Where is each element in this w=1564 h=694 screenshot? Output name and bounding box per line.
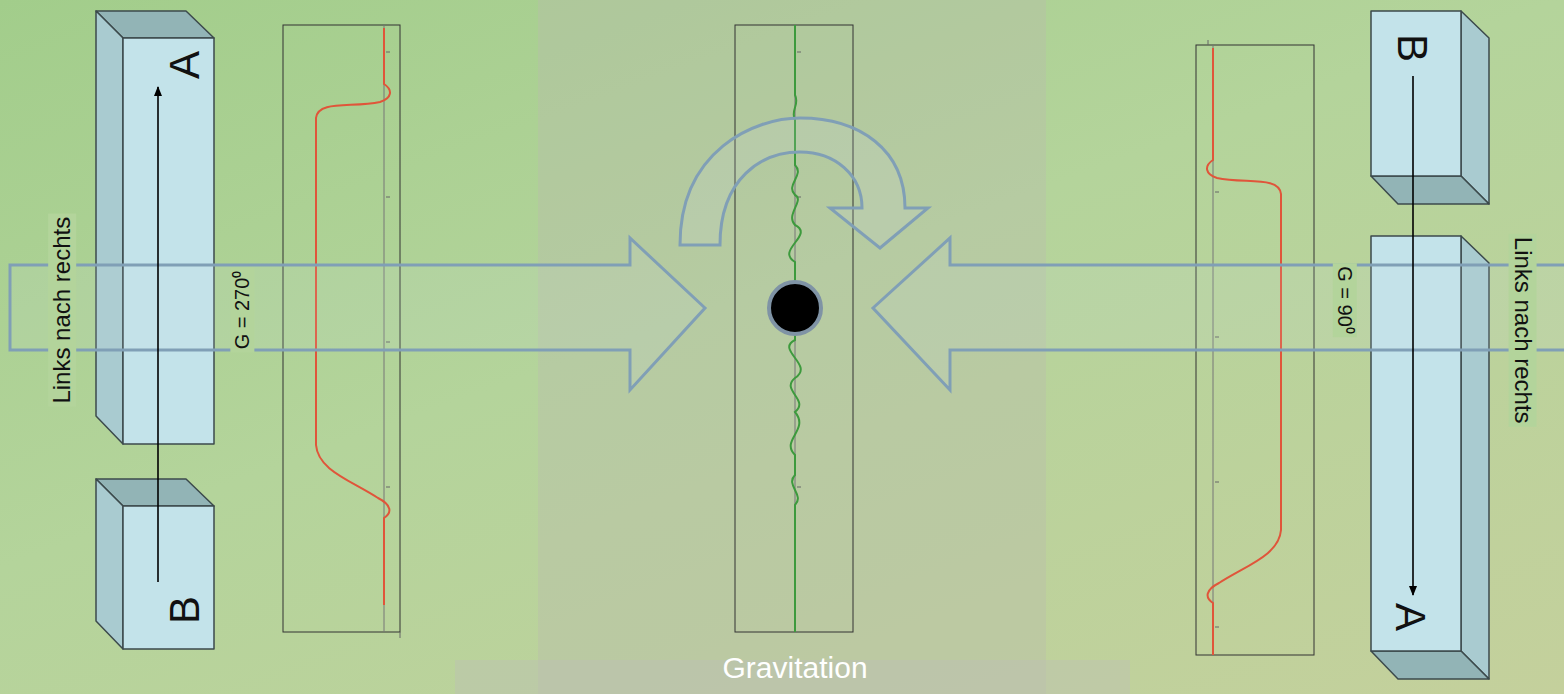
text-label: G = 90⁰ — [1333, 263, 1357, 337]
box-face — [1371, 651, 1489, 679]
text-label: Gravitation — [720, 650, 871, 685]
box-face — [1461, 11, 1489, 204]
force-arrow — [873, 238, 1564, 390]
text-label: Links nach rechts — [48, 214, 76, 407]
box-face — [123, 38, 214, 444]
box-face — [1371, 236, 1461, 651]
block-letter: A — [1389, 603, 1431, 631]
direction-arrow — [157, 87, 159, 582]
box-face — [96, 11, 123, 444]
force-arrow — [10, 238, 705, 390]
direction-arrow — [1412, 76, 1414, 595]
block-letter: A — [164, 51, 206, 79]
block-letter: B — [164, 596, 206, 624]
block-box: A — [1370, 235, 1490, 680]
box-face — [96, 11, 214, 38]
mass-dot — [769, 282, 821, 334]
box-face — [123, 506, 214, 649]
text-label: Links nach rechts — [1508, 234, 1536, 427]
box-3d — [95, 478, 215, 650]
block-box: A — [95, 10, 215, 445]
box-face — [1371, 176, 1489, 204]
block-letter: B — [1391, 34, 1433, 62]
block-box: B — [1370, 10, 1490, 205]
box-face — [96, 479, 214, 506]
rotation-arrow — [680, 118, 928, 248]
box-face — [1461, 236, 1489, 679]
box-face — [96, 479, 123, 649]
block-box: B — [95, 478, 215, 650]
box-face — [1371, 11, 1461, 176]
text-label: G = 270⁰ — [230, 268, 254, 353]
